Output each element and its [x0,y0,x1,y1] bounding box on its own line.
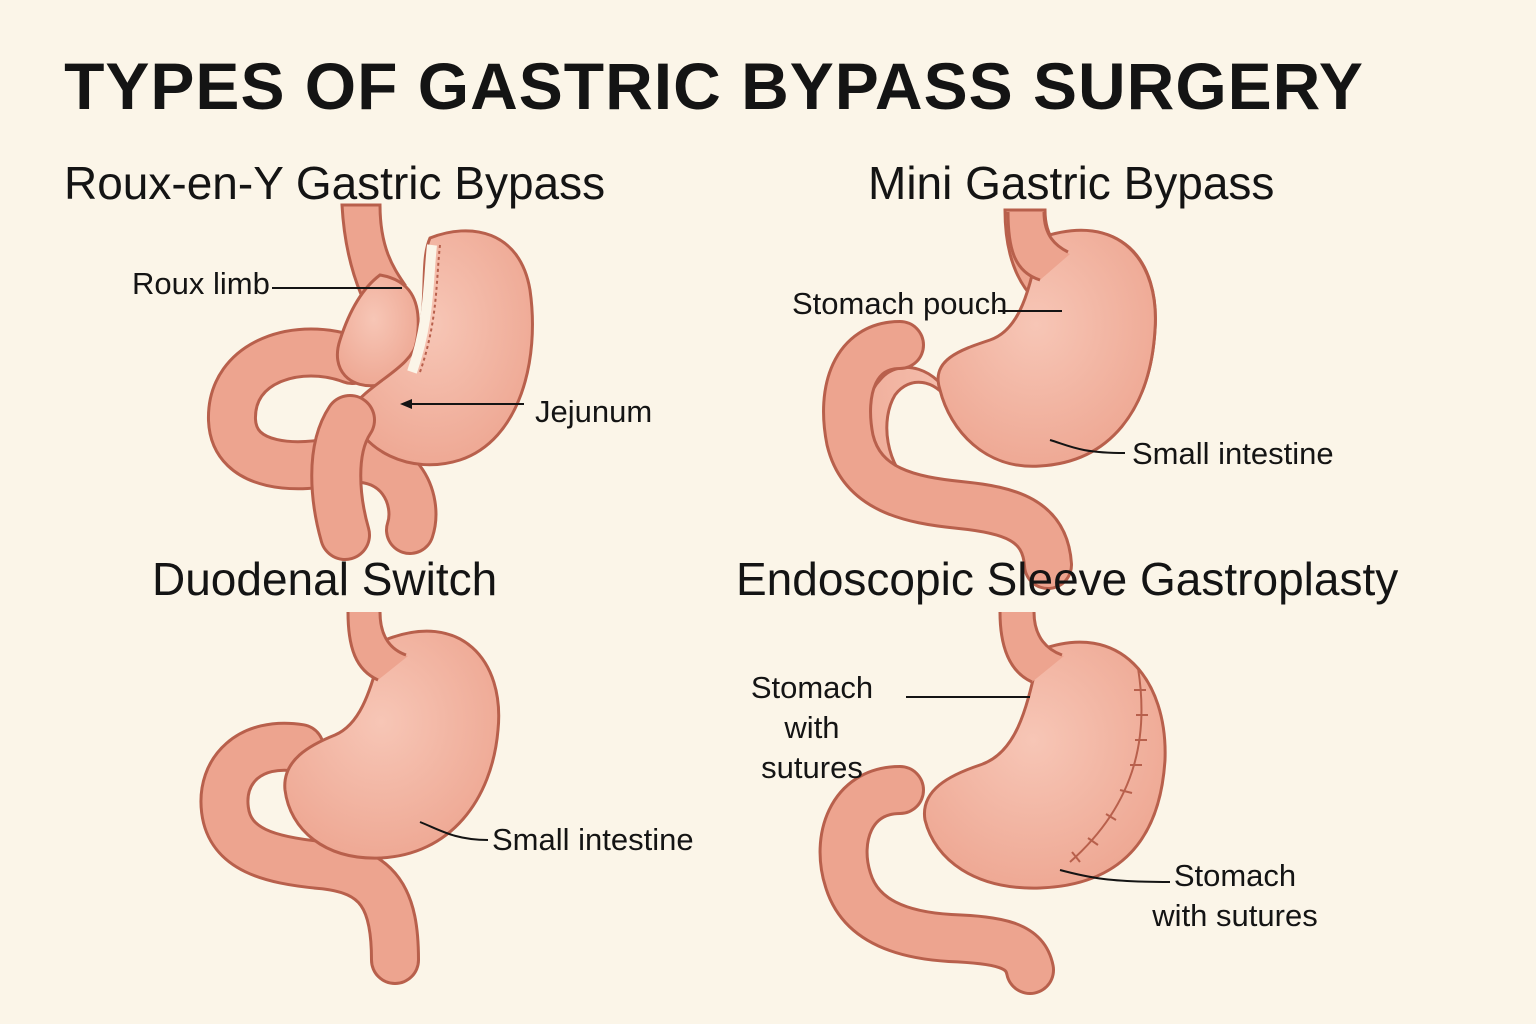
esophagus [348,612,408,680]
panel-heading-roux-en-y: Roux-en-Y Gastric Bypass [64,157,606,209]
label-roux-limb: Roux limb [132,266,270,301]
sleeve-gastroplasty-illustration [818,611,1171,995]
panel-heading-duodenal-switch: Duodenal Switch [152,553,498,605]
label-stomach-pouch: Stomach pouch [792,286,1008,321]
roux-en-y-illustration [207,203,534,561]
suture-stitches [1071,689,1148,863]
esophagus [1000,612,1064,682]
leader-stomach-with-sutures-right [1059,869,1171,883]
panel-heading-mini-bypass: Mini Gastric Bypass [868,157,1275,209]
leader-small-intestine [1049,439,1126,454]
page-title: TYPES OF GASTRIC BYPASS SURGERY [64,49,1364,123]
stomach [923,640,1167,890]
stomach [283,629,501,860]
panel-heading-sleeve-gastroplasty: Endoscopic Sleeve Gastroplasty [736,553,1399,605]
label-stomach-with-sutures: Stomach with sutures [1152,858,1318,933]
label-small-intestine: Small intestine [492,822,694,857]
label-stomach-with-sutures: Stomach with sutures [750,670,874,785]
label-small-intestine: Small intestine [1132,436,1334,471]
mini-bypass-illustration [822,208,1157,590]
staple-line [407,244,437,374]
label-jejunum: Jejunum [535,394,653,429]
leader-small-intestine [419,821,489,841]
duodenal-switch-illustration [199,611,501,985]
